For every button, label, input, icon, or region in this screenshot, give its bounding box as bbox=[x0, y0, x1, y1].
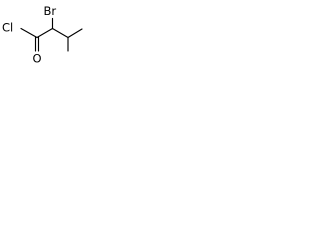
carbon-carbon-bond-2-3 bbox=[51, 27, 69, 39]
bromine-label: Br bbox=[44, 4, 57, 18]
chlorine-label: Cl bbox=[2, 21, 13, 35]
isopropyl-methyl-bond-a bbox=[67, 28, 83, 39]
oxygen-label: O bbox=[33, 52, 42, 65]
structural-formula: Cl Br O bbox=[2, 4, 83, 65]
carbon-carbon-bond-1-2 bbox=[36, 27, 54, 39]
carbon-chlorine-bond bbox=[20, 27, 38, 39]
